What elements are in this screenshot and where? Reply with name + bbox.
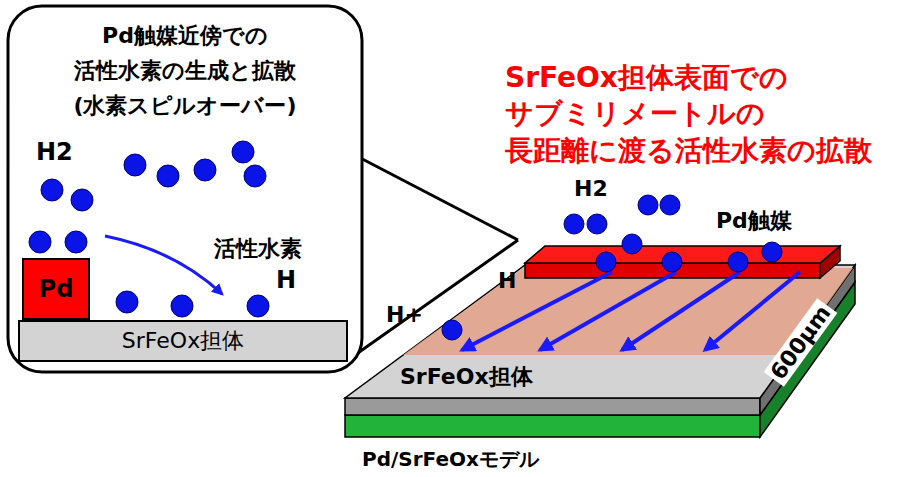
pd-block: Pd xyxy=(22,258,90,320)
support-bar: SrFeOx担体 xyxy=(18,320,348,362)
molecule-label: H2 xyxy=(36,138,73,166)
pd-bar-top xyxy=(525,246,840,263)
support-top xyxy=(345,265,855,398)
species-label: 活性水素 xyxy=(214,234,302,264)
box-label: Pd xyxy=(39,270,74,308)
base-layer xyxy=(345,415,760,437)
support-front xyxy=(345,398,760,415)
spillover-arrow xyxy=(105,236,222,294)
catalyst-label: Pd触媒 xyxy=(716,206,792,236)
headline: SrFeOx担体表面での サブミリメートルの 長距離に渡る活性水素の拡散 xyxy=(505,60,920,169)
molecule-label: H2 xyxy=(574,176,608,201)
hydrogen-dots xyxy=(29,141,269,317)
callout-box: Pd触媒近傍での 活性水素の生成と拡散 (水素スピルオーバー) PdSrFeOx担… xyxy=(8,6,362,372)
figure-caption: Pd/SrFeOxモデル xyxy=(362,446,539,473)
species-label: H+ xyxy=(386,302,423,327)
species-label: H xyxy=(276,266,296,294)
species-label: H xyxy=(498,268,516,293)
support-label: SrFeOx担体 xyxy=(400,362,533,392)
box-label: SrFeOx担体 xyxy=(122,323,244,358)
callout-bubble xyxy=(8,6,362,372)
callout-heading: Pd触媒近傍での 活性水素の生成と拡散 (水素スピルオーバー) xyxy=(35,18,335,124)
callout-tail xyxy=(345,150,518,240)
